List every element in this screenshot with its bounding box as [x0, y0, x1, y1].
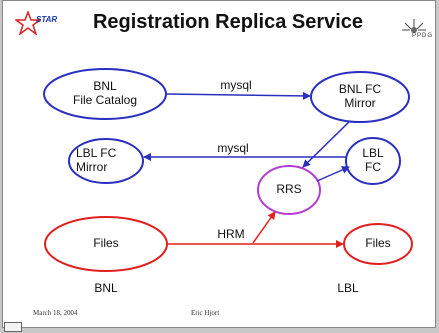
node-label-bnl-file-catalog: BNL File Catalog — [72, 79, 138, 107]
node-label-files-bnl: Files — [93, 236, 119, 250]
edge-rrs-to-lbl-fc — [316, 166, 350, 182]
slide-thumbnail-icon[interactable] — [4, 322, 22, 332]
corner-logo-text: PPDG — [411, 33, 433, 39]
node-label-lbl-fc-mirror: LBL FC Mirror — [76, 146, 117, 174]
slide: STAR Registration Replica Service PPDG — [2, 0, 436, 328]
node-lbl-fc-mirror — [68, 138, 144, 184]
node-label-bnl-fc-mirror: BNL FC Mirror — [338, 82, 382, 110]
node-files-lbl — [343, 223, 413, 265]
node-bnl-fc-mirror — [310, 71, 410, 123]
footer-author: Eric Hjort — [191, 309, 220, 317]
node-rrs — [257, 165, 321, 215]
edge-label-mysql-top: mysql — [220, 78, 252, 92]
footer-date: March 18, 2004 — [33, 309, 78, 317]
edge-label-hrm: HRM — [217, 227, 245, 241]
logo-text: STAR — [36, 15, 58, 24]
diagram — [43, 68, 413, 272]
ppdg-logo-icon — [402, 19, 426, 33]
node-label-files-lbl: Files — [365, 236, 391, 250]
slide-title: Registration Replica Service — [92, 11, 364, 33]
edge-hrm-to-rrs — [252, 211, 276, 244]
site-label-lbl: LBL — [337, 281, 359, 295]
node-label-rrs: RRS — [276, 182, 302, 196]
edge-mysql-top — [165, 91, 311, 100]
edge-mirror-to-rrs — [302, 120, 351, 168]
edge-label-mysql-mid: mysql — [217, 141, 249, 155]
node-lbl-fc — [345, 137, 401, 185]
site-label-bnl: BNL — [94, 281, 118, 295]
node-label-lbl-fc: LBL FC — [362, 146, 384, 174]
star-logo-icon — [15, 11, 41, 35]
